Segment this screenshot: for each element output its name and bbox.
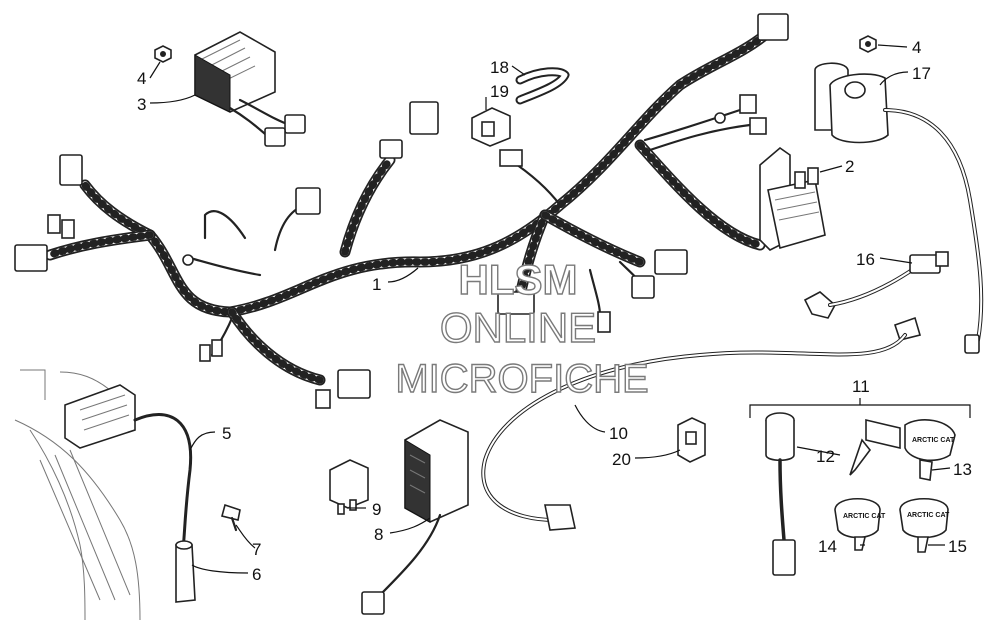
- callout-14: 14: [818, 537, 837, 556]
- callout-7: 7: [252, 540, 261, 559]
- callout-4-left: 4: [137, 69, 146, 88]
- callout-17: 17: [912, 64, 931, 83]
- cdi-module: [361, 419, 469, 615]
- watermark-line-2: ONLINE: [440, 304, 596, 351]
- callout-8: 8: [374, 525, 383, 544]
- callout-5: 5: [222, 424, 231, 443]
- relay-19: [471, 107, 511, 147]
- watermark-line-3: MICROFICHE: [395, 357, 648, 401]
- relay-20: [677, 417, 706, 463]
- fuse-block: [759, 146, 826, 251]
- watermark-line-1: HLSM: [459, 256, 578, 303]
- main-wiring-harness: [14, 13, 789, 409]
- callout-11: 11: [852, 377, 870, 396]
- callout-4-right: 4: [912, 38, 921, 57]
- callout-labels: 1 2 3 4 4 5 6 7 8 9 10 11 12 13 14 15 16…: [137, 38, 972, 584]
- wire-tie-strap: [515, 67, 570, 105]
- callout-6: 6: [252, 565, 261, 584]
- key-logo-13: ARCTIC CAT: [912, 437, 955, 444]
- nut-left: [154, 45, 172, 63]
- callout-16: 16: [856, 250, 875, 269]
- callout-1: 1: [372, 275, 381, 294]
- key-logo-15: ARCTIC CAT: [907, 512, 950, 519]
- callout-3: 3: [137, 95, 146, 114]
- key-logo-14: ARCTIC CAT: [843, 513, 886, 520]
- callout-18: 18: [490, 58, 509, 77]
- callout-10: 10: [609, 424, 628, 443]
- leader-lines: [149, 44, 951, 574]
- ground-cable-10: [481, 316, 922, 531]
- callout-15: 15: [948, 537, 967, 556]
- callout-2: 2: [845, 157, 854, 176]
- relay-9: [329, 459, 369, 515]
- callout-12: 12: [816, 447, 835, 466]
- callout-13: 13: [953, 460, 972, 479]
- callout-9: 9: [372, 500, 381, 519]
- engine-section: [14, 369, 241, 621]
- watermark: HLSM ONLINE MICROFICHE: [395, 255, 650, 401]
- callout-20: 20: [612, 450, 631, 469]
- callout-19: 19: [490, 82, 509, 101]
- voltage-regulator: [194, 31, 306, 147]
- sensor-cable-16: [803, 251, 949, 319]
- ignition-switch-group: ARCTIC CAT ARCTIC CAT ARCTIC CAT: [749, 398, 971, 576]
- ignition-coil: [814, 35, 984, 354]
